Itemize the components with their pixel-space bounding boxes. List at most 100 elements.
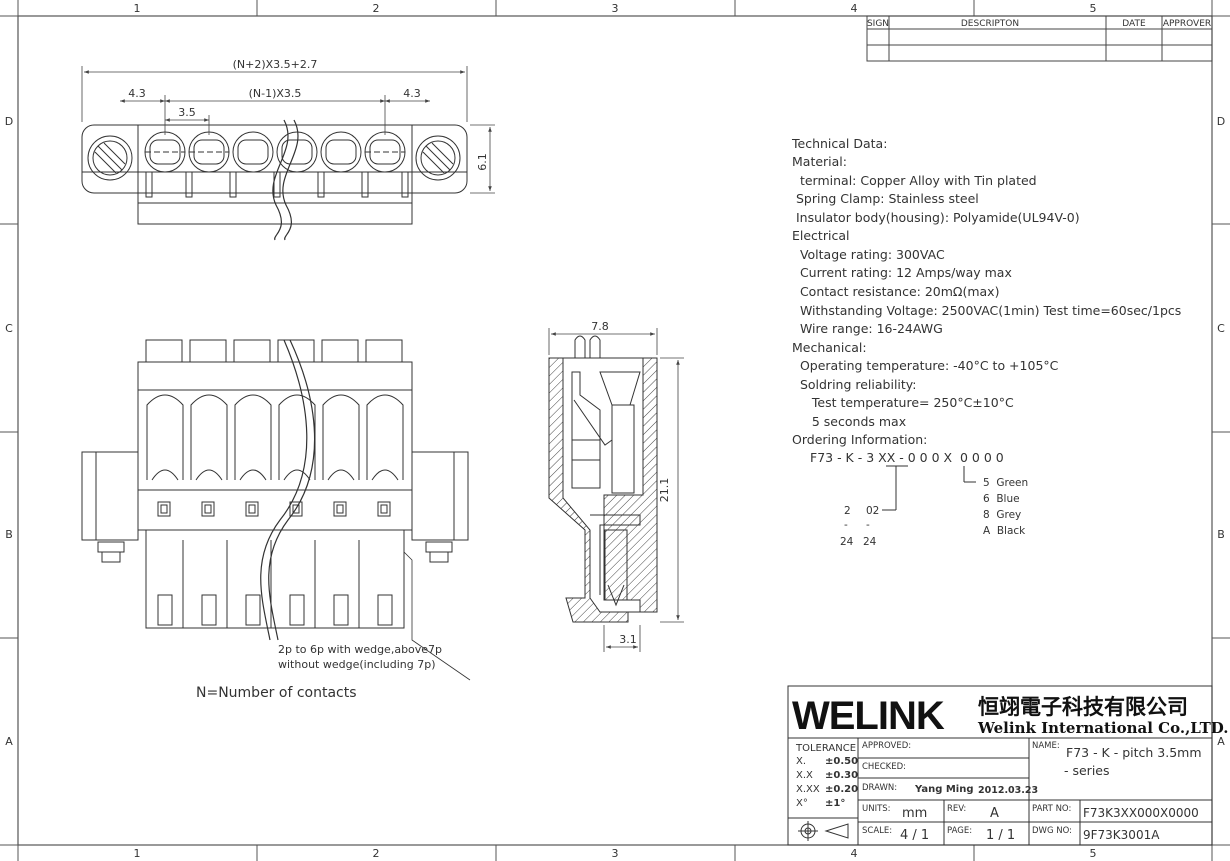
tech-line: Voltage rating: 300VAC [792, 247, 945, 262]
tech-line: Soldring reliability: [792, 377, 917, 392]
pin-min-code: 02 [866, 505, 879, 517]
rev-header-sign: SIGN [867, 19, 889, 29]
dim-pitch-count: (N-1)X3.5 [249, 87, 302, 100]
pin-min: 2 [844, 505, 851, 517]
pin-max-code: 24 [863, 536, 877, 548]
tech-line: Insulator body(housing): Polyamide(UL94V… [792, 210, 1080, 225]
row-label-right-d: D [1217, 115, 1225, 128]
units-label: UNITS: [862, 804, 891, 814]
tolerance-key: X. [796, 756, 806, 767]
rev-header-approver: APPROVER [1163, 19, 1211, 29]
col-label-bottom-1: 1 [134, 847, 141, 860]
dim-side-pin: 3.1 [619, 633, 637, 646]
color-option: 8 Grey [983, 509, 1021, 521]
front-view-clamp-arches [146, 394, 404, 481]
side-view-dimensions [548, 328, 684, 652]
drawing-name-line1: F73 - K - pitch 3.5mm [1066, 745, 1202, 760]
dwg-no-label: DWG NO: [1032, 826, 1072, 836]
col-label-top-5: 5 [1090, 2, 1097, 15]
tech-line: Operating temperature: -40°C to +105°C [792, 358, 1059, 373]
col-label-top-1: 1 [134, 2, 141, 15]
front-view-flange-screws [97, 541, 453, 563]
dim-top-height: 6.1 [476, 153, 489, 171]
tech-line: Material: [792, 154, 847, 169]
company-name-english: Welink International Co.,LTD. [977, 719, 1229, 737]
pin-max: 24 [840, 536, 854, 548]
part-no-label: PART NO: [1032, 804, 1071, 814]
row-label-left-a: A [5, 735, 13, 748]
dim-left-offset: 4.3 [128, 87, 146, 100]
tech-line: Technical Data: [791, 136, 887, 151]
front-view [81, 339, 471, 681]
color-option: A Black [983, 525, 1026, 537]
row-label-right-b: B [1217, 528, 1225, 541]
top-view-dimensions [81, 66, 495, 194]
col-label-bottom-3: 3 [612, 847, 619, 860]
drawn-by: Yang Ming [914, 784, 974, 795]
color-option: 5 Green [983, 477, 1028, 489]
tech-line: Withstanding Voltage: 2500VAC(1min) Test… [792, 303, 1181, 318]
tech-line: 5 seconds max [792, 414, 906, 429]
col-label-top-3: 3 [612, 2, 619, 15]
tech-line: Test temperature= 250°C±10°C [792, 395, 1014, 410]
tolerance-key: X° [796, 798, 808, 809]
drawn-date: 2012.03.23 [978, 785, 1038, 796]
page-value: 1 / 1 [986, 828, 1015, 843]
drawing-name-line2: - series [1064, 763, 1110, 778]
wedge-note-line1: 2p to 6p with wedge,above7p [278, 643, 442, 656]
tech-line: Mechanical: [792, 340, 867, 355]
row-label-right-c: C [1217, 322, 1225, 335]
tolerance-value: ±0.30 [825, 770, 858, 781]
frame-row-labels: D C B A D C B A [5, 115, 1225, 748]
approved-label: APPROVED: [862, 741, 911, 751]
front-view-windows [157, 501, 391, 517]
ordering-code: F73 - K - 3 XX - 0 0 0 X 0 0 0 0 2 02 - … [810, 450, 1028, 548]
top-view-wire-entries [144, 131, 406, 173]
col-label-bottom-5: 5 [1090, 847, 1097, 860]
row-label-left-b: B [5, 528, 13, 541]
company-name-chinese: 恒翊電子科技有限公司 [978, 694, 1188, 719]
name-label: NAME: [1032, 741, 1060, 751]
dim-pitch: 3.5 [178, 106, 196, 119]
order-code: F73 - K - 3 XX - 0 0 0 X 0 0 0 0 [810, 450, 1004, 465]
tech-line: Ordering Information: [792, 432, 927, 447]
tech-line: Spring Clamp: Stainless steel [792, 191, 979, 206]
tech-line: Electrical [792, 228, 849, 243]
drawing-number: 9F73K3001A [1083, 828, 1160, 842]
pin-range-dash: - [866, 519, 870, 531]
part-number: F73K3XX000X0000 [1083, 806, 1199, 820]
dim-side-width: 7.8 [591, 320, 609, 333]
dim-right-offset: 4.3 [403, 87, 421, 100]
side-view [548, 335, 658, 623]
front-view-wire [260, 339, 308, 641]
tolerance-value: ±1° [825, 798, 845, 809]
tolerance-label: TOLERANCE [795, 743, 856, 754]
rev-label: REV: [947, 804, 966, 814]
technical-data: Technical Data: Material: terminal: Copp… [791, 136, 1181, 447]
projection-symbol-icon [798, 821, 849, 841]
rev-header-date: DATE [1122, 19, 1146, 29]
col-label-top-4: 4 [851, 2, 858, 15]
units-value: mm [902, 806, 927, 821]
tech-line: Contact resistance: 20mΩ(max) [792, 284, 999, 299]
dim-side-height: 21.1 [658, 478, 671, 503]
front-view-pins [157, 540, 393, 628]
tech-line: Current rating: 12 Amps/way max [792, 265, 1012, 280]
company-logo: WELINK [792, 694, 945, 738]
checked-label: CHECKED: [862, 762, 906, 772]
scale-value: 4 / 1 [900, 828, 929, 843]
tech-line: terminal: Copper Alloy with Tin plated [792, 173, 1037, 188]
dim-overall-width: (N+2)X3.5+2.7 [233, 58, 318, 71]
row-label-left-d: D [5, 115, 13, 128]
rev-value: A [990, 806, 999, 821]
page-label: PAGE: [947, 826, 972, 836]
drawn-label: DRAWN: [862, 783, 897, 793]
tolerance-value: ±0.20 [825, 784, 858, 795]
row-label-right-a: A [1217, 735, 1225, 748]
title-block: WELINK 恒翊電子科技有限公司 Welink International C… [787, 685, 1229, 846]
tolerance-key: X.X [796, 770, 813, 781]
top-view-screws [87, 135, 461, 181]
col-label-top-2: 2 [373, 2, 380, 15]
scale-label: SCALE: [862, 826, 892, 836]
